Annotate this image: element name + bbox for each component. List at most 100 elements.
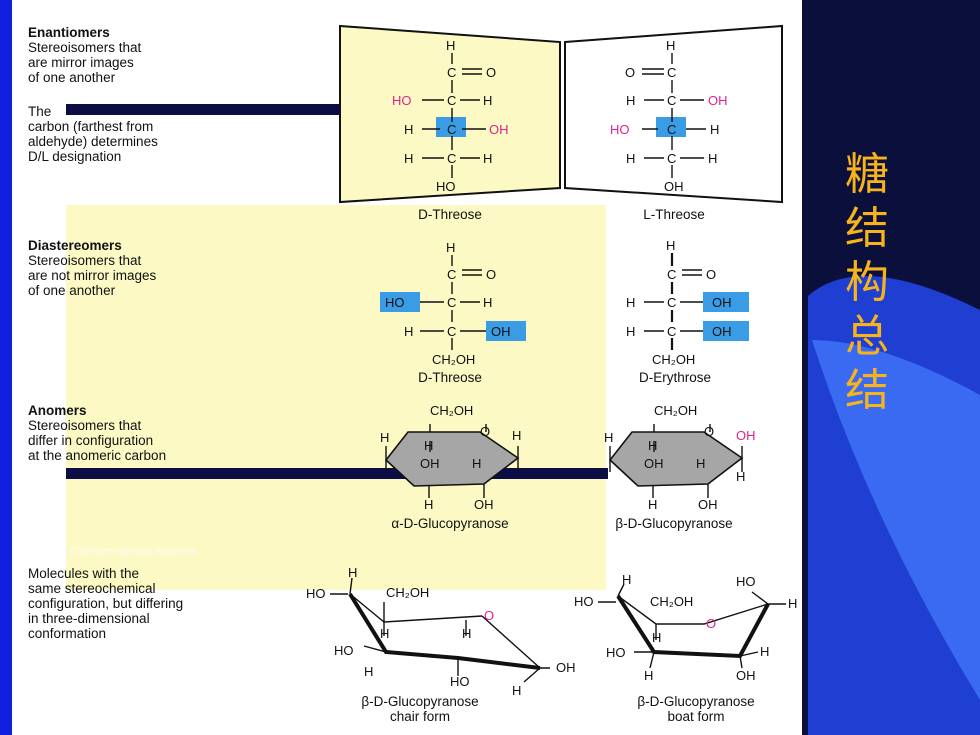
atom-label: H: [788, 596, 797, 611]
text-line: D/L designation: [28, 149, 122, 164]
title-char: 构: [845, 257, 889, 308]
atom-label: H: [644, 668, 653, 683]
haworth-alpha: CH₂OH H H O H OH H H OH: [380, 403, 521, 512]
atom-label: H: [404, 122, 413, 137]
atom-label: C: [667, 151, 676, 166]
text-line: of one another: [28, 283, 116, 298]
background-wave-light: [812, 340, 980, 700]
atom-label: H: [666, 238, 675, 253]
atom-label: H: [626, 324, 635, 339]
atom-label: C: [447, 324, 456, 339]
atom-label: C: [447, 93, 456, 108]
atom-label: H: [696, 456, 705, 471]
fischer-labels: H C O HO C H H C OH H C H HO H C O H C O…: [385, 38, 732, 367]
atom-label: HO: [436, 179, 456, 194]
caption-line: chair form: [389, 709, 450, 724]
atom-label: HO: [306, 586, 326, 601]
atom-label: OH: [556, 660, 576, 675]
atom-label: HO: [392, 93, 412, 108]
atom-label: H: [760, 644, 769, 659]
atom-label: CH₂OH: [430, 403, 473, 418]
atom-label: C: [667, 324, 676, 339]
caption-line: β-D-Glucopyranose: [361, 694, 479, 709]
atom-label: OH: [644, 456, 664, 471]
caption-alpha-glucopyranose: α-D-Glucopyranose: [391, 516, 509, 531]
atom-label: H: [483, 151, 492, 166]
text-line: are mirror images: [28, 55, 134, 70]
chair-conformation: H HO CH₂OH O H H HO H HO OH H: [306, 565, 576, 698]
atom-label: O: [706, 267, 716, 282]
caption-line: boat form: [667, 709, 725, 724]
atom-label: HO: [736, 574, 756, 589]
text-line: Molecules with the: [28, 566, 140, 581]
text-line: of one another: [28, 70, 116, 85]
atom-label: H: [483, 295, 492, 310]
enantiomers-description: Stereoisomers that are mirror images of …: [28, 40, 141, 85]
atom-label: H: [404, 151, 413, 166]
mirror-panel-left: [339, 24, 561, 204]
atom-label: CH₂OH: [652, 352, 695, 367]
boat-conformation: H HO HO CH₂OH H O H HO H H OH: [574, 572, 797, 683]
diastereomers-description: Stereoisomers that are not mirror images…: [28, 253, 156, 298]
highlight-box: [656, 117, 686, 137]
atom-label: O: [486, 267, 496, 282]
atom-label: H: [648, 497, 657, 512]
caption-chair-form: β-D-Glucopyranose chair form: [320, 694, 520, 724]
mirror-panel-right: [564, 24, 783, 204]
atom-label: H: [348, 565, 357, 580]
atom-label: H: [424, 438, 433, 453]
atom-label: H: [483, 93, 492, 108]
text-line: Stereoisomers that: [28, 40, 142, 55]
title-char: 总: [845, 311, 889, 362]
atom-label: OH: [712, 295, 732, 310]
atom-label: C: [447, 267, 456, 282]
text-line: conformation: [28, 626, 107, 641]
caption-beta-glucopyranose: β-D-Glucopyranose: [615, 516, 733, 531]
highlight-box: [703, 292, 749, 312]
text-line: same stereochemical: [28, 581, 156, 596]
atom-label: C: [447, 122, 456, 137]
atom-label: H: [446, 38, 455, 53]
atom-label: OH: [712, 324, 732, 339]
atom-label: O: [480, 424, 490, 439]
highlight-box: [380, 292, 420, 312]
enantiomers-heading: Enantiomers: [28, 25, 110, 40]
highlight-box: [436, 117, 466, 137]
text-line: The: [28, 104, 52, 119]
conformers-description: Molecules with the same stereochemical c…: [28, 566, 183, 641]
atom-label: OH: [708, 93, 728, 108]
title-char: 结: [845, 203, 889, 254]
atom-label: CH₂OH: [432, 352, 475, 367]
atom-label: OH: [420, 456, 440, 471]
atom-label: H: [666, 38, 675, 53]
text-line: differ in configuration: [28, 433, 154, 448]
yellow-band: [66, 205, 606, 590]
atom-label: OH: [489, 122, 509, 137]
atom-label: H: [472, 456, 481, 471]
caption-d-threose: D-Threose: [418, 207, 482, 222]
slide-title: 糖 结 构 总 结: [836, 148, 898, 418]
atom-label: HO: [610, 122, 630, 137]
text-line: aldehyde) determines: [28, 134, 158, 149]
atom-label: OH: [698, 497, 718, 512]
atom-label: H: [446, 240, 455, 255]
carbon-pointer-bar: [66, 104, 340, 115]
text-line: configuration, but differing: [28, 596, 184, 611]
atom-label: O: [704, 424, 714, 439]
text-line: are not mirror images: [28, 268, 157, 283]
anomeric-pointer-bar: [66, 468, 608, 479]
atom-label: H: [708, 151, 717, 166]
diastereomers-heading: Diastereomers: [28, 238, 122, 253]
anomers-heading: Anomers: [28, 403, 87, 418]
title-char: 结: [845, 365, 889, 416]
atom-label: CH₂OH: [650, 594, 693, 609]
atom-label: HO: [334, 643, 354, 658]
atom-label: C: [667, 65, 676, 80]
caption-d-erythrose: D-Erythrose: [638, 370, 711, 385]
caption-l-threose: L-Threose: [643, 207, 705, 222]
conformers-heading: Conformational isomers: [70, 544, 197, 558]
atom-label: H: [626, 93, 635, 108]
atom-label: H: [652, 630, 661, 645]
atom-label: H: [424, 497, 433, 512]
atom-label: H: [626, 151, 635, 166]
